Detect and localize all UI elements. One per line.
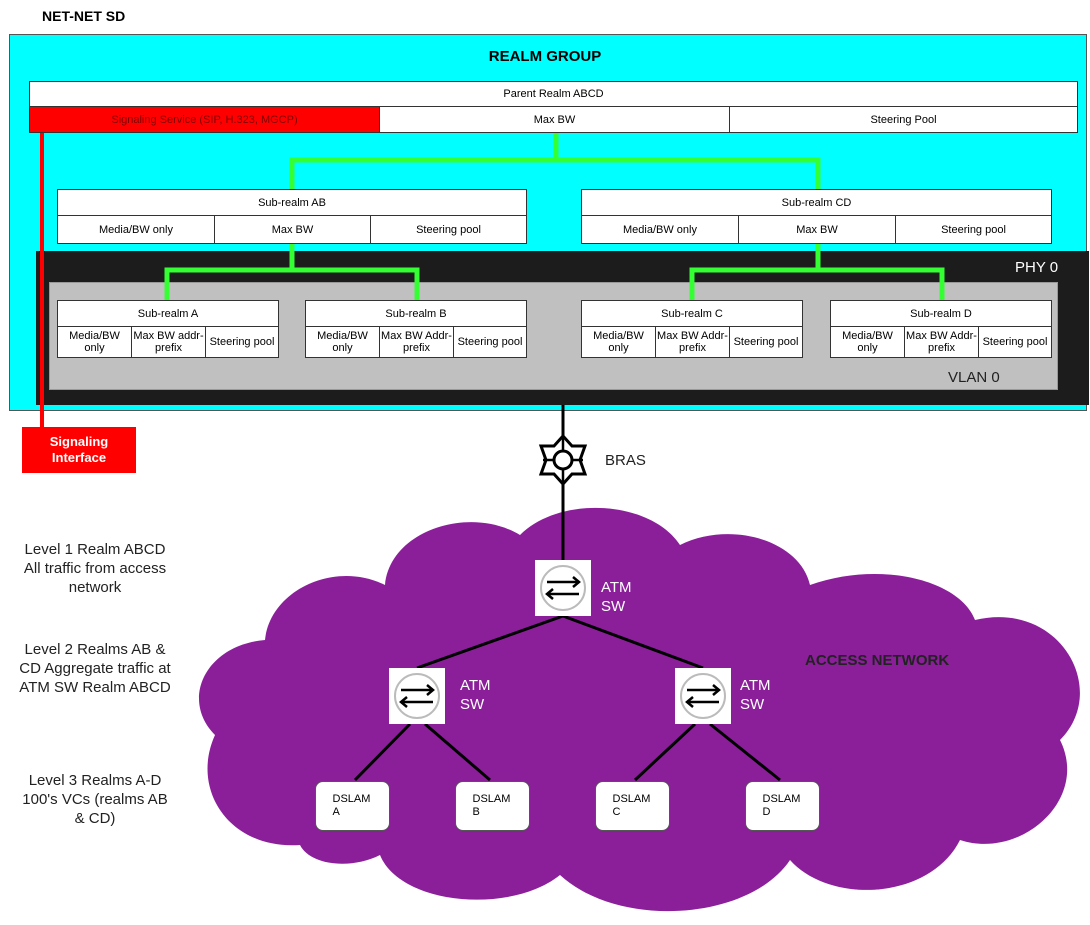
realm-group-title: REALM GROUP xyxy=(488,48,602,65)
link-left-dslam-b xyxy=(424,722,491,782)
sub-realm-d-max-bw: Max BW Addr-prefix xyxy=(904,326,979,358)
parent-max-bw-cell: Max BW xyxy=(379,106,730,133)
atm-sw-label: ATM SW xyxy=(460,677,491,713)
signaling-service-cell: Signaling Service (SIP, H.323, MGCP) xyxy=(29,106,380,133)
link-parent-ab xyxy=(289,133,559,189)
sub-realm-d-name: Sub-realm D xyxy=(830,300,1052,327)
sub-realm-d-media: Media/BW only xyxy=(830,326,905,358)
signaling-interface: Signaling Interface xyxy=(22,427,136,473)
parent-realm-name: Parent Realm ABCD xyxy=(29,81,1078,107)
sub-realm-ab-max-bw: Max BW xyxy=(214,215,371,244)
level-3-text: Level 3 Realms A-D 100's VCs (realms AB … xyxy=(22,772,168,827)
dslam-c-label: DSLAM C xyxy=(612,793,651,818)
sub-realm-c-max-bw: Max BW Addr-prefix xyxy=(655,326,730,358)
link-cd-d xyxy=(818,267,945,300)
sub-realm-a-steering: Steering pool xyxy=(205,326,279,358)
dslam-b: DSLAM B xyxy=(455,781,530,831)
atm-sw-label: ATM SW xyxy=(740,677,771,713)
sub-realm-d-steering: Steering pool xyxy=(978,326,1052,358)
link-ab-b xyxy=(292,267,420,300)
phy-label: PHY 0 xyxy=(1015,259,1059,276)
sub-realm-b-media: Media/BW only xyxy=(305,326,380,358)
atm-sw-label: ATM SW xyxy=(601,579,632,615)
parent-steering-pool-cell: Steering Pool xyxy=(729,106,1078,133)
link-right-dslam-d xyxy=(709,722,781,782)
dslam-d: DSLAM D xyxy=(745,781,820,831)
atm-switch-icon xyxy=(675,668,731,724)
sub-realm-ab-name: Sub-realm AB xyxy=(57,189,527,216)
sub-realm-a-name: Sub-realm A xyxy=(57,300,279,327)
access-network-label: ACCESS NETWORK xyxy=(805,652,950,669)
link-cd-c xyxy=(689,244,821,300)
diagram-title: NET-NET SD xyxy=(42,8,126,24)
sub-realm-b-steering: Steering pool xyxy=(453,326,527,358)
level-2-text: Level 2 Realms AB & CD Aggregate traffic… xyxy=(19,641,171,696)
dslam-a: DSLAM A xyxy=(315,781,390,831)
dslam-c: DSLAM C xyxy=(595,781,670,831)
sub-realm-c-media: Media/BW only xyxy=(581,326,656,358)
sub-realm-cd-media: Media/BW only xyxy=(581,215,739,244)
sub-realm-c-steering: Steering pool xyxy=(729,326,803,358)
sub-realm-ab-steering: Steering pool xyxy=(370,215,527,244)
sub-realm-cd-max-bw: Max BW xyxy=(738,215,896,244)
bras-label: BRAS xyxy=(605,452,646,469)
atm-switch-icon xyxy=(389,668,445,724)
bras-router-icon xyxy=(538,433,588,487)
sub-realm-b-name: Sub-realm B xyxy=(305,300,527,327)
access-network-cloud xyxy=(199,507,1080,912)
link-parent-cd xyxy=(556,157,821,189)
sub-realm-cd-steering: Steering pool xyxy=(895,215,1052,244)
vlan-label: VLAN 0 xyxy=(948,369,1000,386)
level-1-text: Level 1 Realm ABCD All traffic from acce… xyxy=(23,541,167,596)
dslam-b-label: DSLAM B xyxy=(472,793,511,818)
dslam-a-label: DSLAM A xyxy=(332,793,371,818)
sub-realm-b-max-bw: Max BW Addr-prefix xyxy=(379,326,454,358)
link-atm-right xyxy=(562,614,704,670)
link-left-dslam-a xyxy=(353,722,412,782)
atm-switch-icon xyxy=(535,560,591,616)
dslam-d-label: DSLAM D xyxy=(762,793,801,818)
sub-realm-ab-media: Media/BW only xyxy=(57,215,215,244)
sub-realm-a-media: Media/BW only xyxy=(57,326,132,358)
link-right-dslam-c xyxy=(633,722,697,782)
network-links xyxy=(353,405,781,782)
link-ab-a xyxy=(164,244,295,300)
green-links xyxy=(164,133,945,300)
sub-realm-a-max-bw: Max BW addr-prefix xyxy=(131,326,206,358)
link-atm-left xyxy=(416,614,564,670)
